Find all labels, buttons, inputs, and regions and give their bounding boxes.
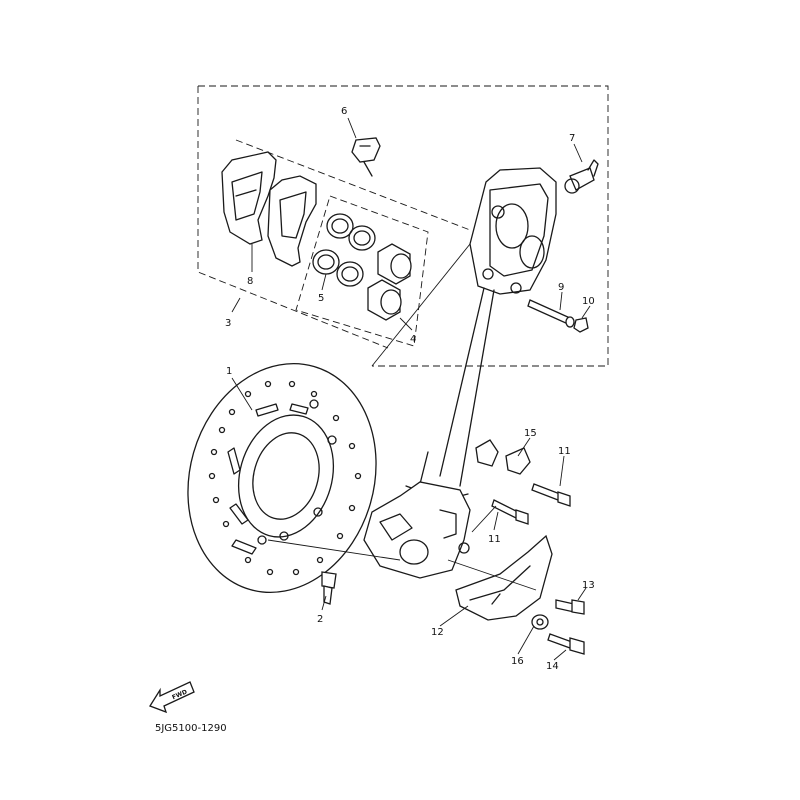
bolt-13 <box>555 599 585 615</box>
callout-1: 1 <box>226 366 232 377</box>
disc-bolt <box>321 571 337 605</box>
fork-bracket <box>475 439 499 467</box>
front-fork <box>363 287 495 579</box>
bleed-screw <box>564 159 599 194</box>
forward-arrow-icon: FWD <box>149 681 195 714</box>
callout-2: 2 <box>317 614 323 625</box>
callout-11-upper: 11 <box>558 446 571 457</box>
callout-4: 4 <box>410 334 416 345</box>
callout-9: 9 <box>558 282 564 293</box>
caliper-assembly-boundary <box>197 85 609 367</box>
callout-5: 5 <box>318 293 324 304</box>
callout-6: 6 <box>341 106 347 117</box>
piston-seals <box>312 213 376 287</box>
diagram-code: 5JG5100-1290 <box>155 723 227 734</box>
disc-bolt-holes <box>257 399 337 545</box>
callout-10: 10 <box>582 296 595 307</box>
bolt-14 <box>547 633 585 655</box>
assembly-lines <box>267 243 537 591</box>
callout-8: 8 <box>247 276 253 287</box>
washer-16 <box>531 614 549 630</box>
callout-16: 16 <box>511 656 524 667</box>
hose-guide <box>505 447 531 475</box>
brake-disc <box>187 362 377 594</box>
disc-slots <box>227 403 309 555</box>
callout-13: 13 <box>582 580 595 591</box>
bolt-11-upper <box>531 483 571 507</box>
callout-12: 12 <box>431 627 444 638</box>
disc-guard <box>455 534 553 621</box>
brake-pad-inner <box>267 175 317 267</box>
callout-11-lower: 11 <box>488 534 501 545</box>
leader-lines <box>231 117 591 661</box>
brake-caliper <box>469 167 557 295</box>
callout-15: 15 <box>524 428 537 439</box>
callout-3: 3 <box>225 318 231 329</box>
pad-spring <box>351 137 381 177</box>
disc-drill-holes <box>208 380 362 576</box>
piston-kit-boundary <box>295 195 429 347</box>
callout-14: 14 <box>546 661 559 672</box>
caliper-pin <box>527 299 575 328</box>
pistons <box>367 243 412 321</box>
bolt-11-lower <box>491 499 529 525</box>
pin-clip <box>573 317 589 333</box>
callout-7: 7 <box>569 133 575 144</box>
callout-numbers: 1 2 3 4 5 6 7 8 9 10 11 11 12 13 14 15 1… <box>225 106 595 672</box>
brake-pad-outer <box>221 151 277 245</box>
